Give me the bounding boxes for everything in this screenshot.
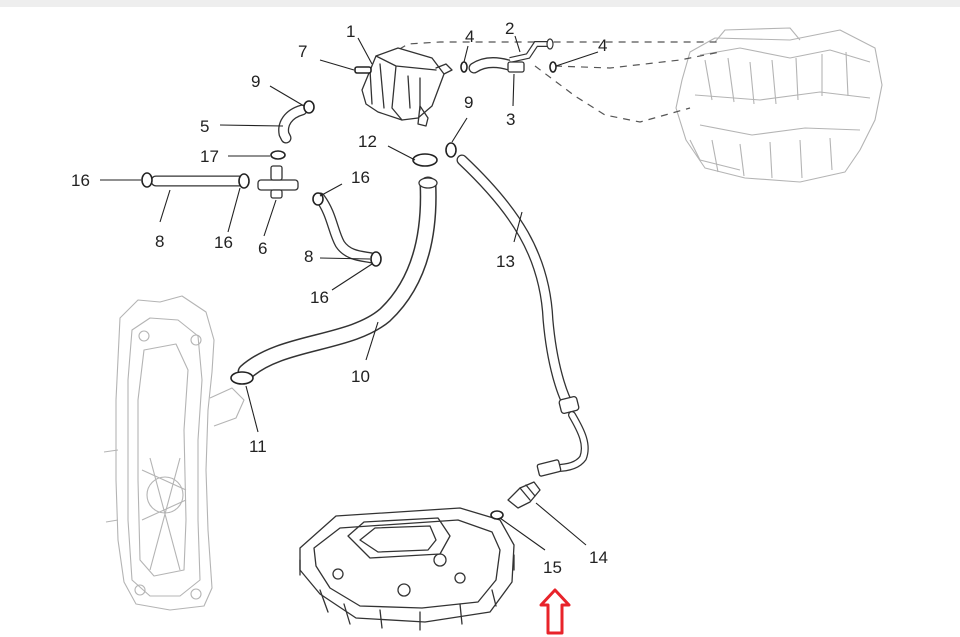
callout-5: 5 [200,117,209,136]
crankcase-ghost [103,295,245,611]
callout-14: 14 [589,548,608,567]
callout-16-left: 16 [71,171,90,190]
hose-8-lower [314,192,378,264]
callout-12: 12 [358,132,377,151]
callout-labels: 1 2 3 4 4 5 6 7 8 8 9 9 10 11 12 13 14 1… [71,19,608,577]
t-fitting [257,165,299,199]
hose-5 [278,104,308,144]
callout-8-lower: 8 [304,247,313,266]
leader-lines [100,35,599,551]
callout-16-middle: 16 [214,233,233,252]
callout-9-left: 9 [251,72,260,91]
callout-17: 17 [200,147,219,166]
callout-4-left: 4 [465,27,474,46]
union-fitting [507,61,525,73]
airbox-ghost [675,27,883,183]
callout-15: 15 [543,558,562,577]
top-band [0,0,960,7]
callout-9-right: 9 [464,93,473,112]
callout-13: 13 [496,252,515,271]
routing-lines [387,41,721,123]
callout-6: 6 [258,239,267,258]
callout-2: 2 [505,19,514,38]
clamps [141,61,557,520]
hose-10 [237,176,438,381]
oil-sump [299,507,515,631]
highlight-arrow-icon [539,588,571,635]
hose-13 [456,154,589,477]
callout-1: 1 [346,22,355,41]
callout-16-upper: 16 [351,168,370,187]
callout-16-lower: 16 [310,288,329,307]
callout-10: 10 [351,367,370,386]
callout-8-left: 8 [155,232,164,251]
fitting-14 [507,481,541,509]
callout-7: 7 [298,42,307,61]
callout-3: 3 [506,110,515,129]
oil-separator [361,47,453,127]
callout-11: 11 [249,437,267,456]
callout-4-right: 4 [598,36,607,55]
